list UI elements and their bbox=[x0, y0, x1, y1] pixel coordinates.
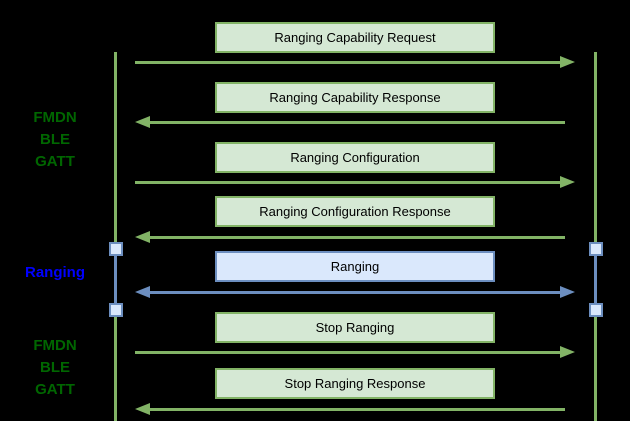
message-arrow-right bbox=[135, 176, 575, 188]
message-box-stop-ranging-response: Stop Ranging Response bbox=[215, 368, 495, 399]
ranging-session-segment-right bbox=[594, 249, 597, 309]
message-arrow-right bbox=[135, 56, 575, 68]
arrow-shaft bbox=[135, 180, 563, 184]
ranging-session-segment-left bbox=[114, 249, 117, 309]
activation-marker bbox=[589, 303, 603, 317]
right-lifeline bbox=[594, 52, 597, 421]
arrow-head-left bbox=[135, 286, 150, 298]
arrow-head-right bbox=[560, 286, 575, 298]
arrow-head-left bbox=[135, 231, 150, 243]
phase-label-fmdn-ble-gatt-bottom: FMDN BLE GATT bbox=[33, 337, 77, 398]
message-arrow-left bbox=[135, 116, 565, 128]
arrow-shaft bbox=[147, 120, 565, 124]
arrow-shaft bbox=[147, 290, 563, 294]
phase-label-ranging: Ranging bbox=[25, 264, 85, 281]
message-box-stop-ranging: Stop Ranging bbox=[215, 312, 495, 343]
activation-marker bbox=[109, 303, 123, 317]
arrow-head-left bbox=[135, 403, 150, 415]
arrow-head-right bbox=[560, 176, 575, 188]
left-lifeline bbox=[114, 52, 117, 421]
arrow-shaft bbox=[135, 60, 563, 64]
activation-marker bbox=[109, 242, 123, 256]
message-box-ranging-configuration: Ranging Configuration bbox=[215, 142, 495, 173]
message-arrow-bidirectional bbox=[135, 286, 575, 298]
message-box-ranging: Ranging bbox=[215, 251, 495, 282]
phase-label-fmdn-ble-gatt-top: FMDN BLE GATT bbox=[33, 109, 77, 170]
arrow-head-left bbox=[135, 116, 150, 128]
arrow-shaft bbox=[135, 350, 563, 354]
message-box-ranging-capability-request: Ranging Capability Request bbox=[215, 22, 495, 53]
activation-marker bbox=[589, 242, 603, 256]
message-box-ranging-configuration-response: Ranging Configuration Response bbox=[215, 196, 495, 227]
message-arrow-left bbox=[135, 403, 565, 415]
message-arrow-right bbox=[135, 346, 575, 358]
message-box-ranging-capability-response: Ranging Capability Response bbox=[215, 82, 495, 113]
arrow-head-right bbox=[560, 346, 575, 358]
arrow-shaft bbox=[147, 407, 565, 411]
message-arrow-left bbox=[135, 231, 565, 243]
arrow-head-right bbox=[560, 56, 575, 68]
arrow-shaft bbox=[147, 235, 565, 239]
